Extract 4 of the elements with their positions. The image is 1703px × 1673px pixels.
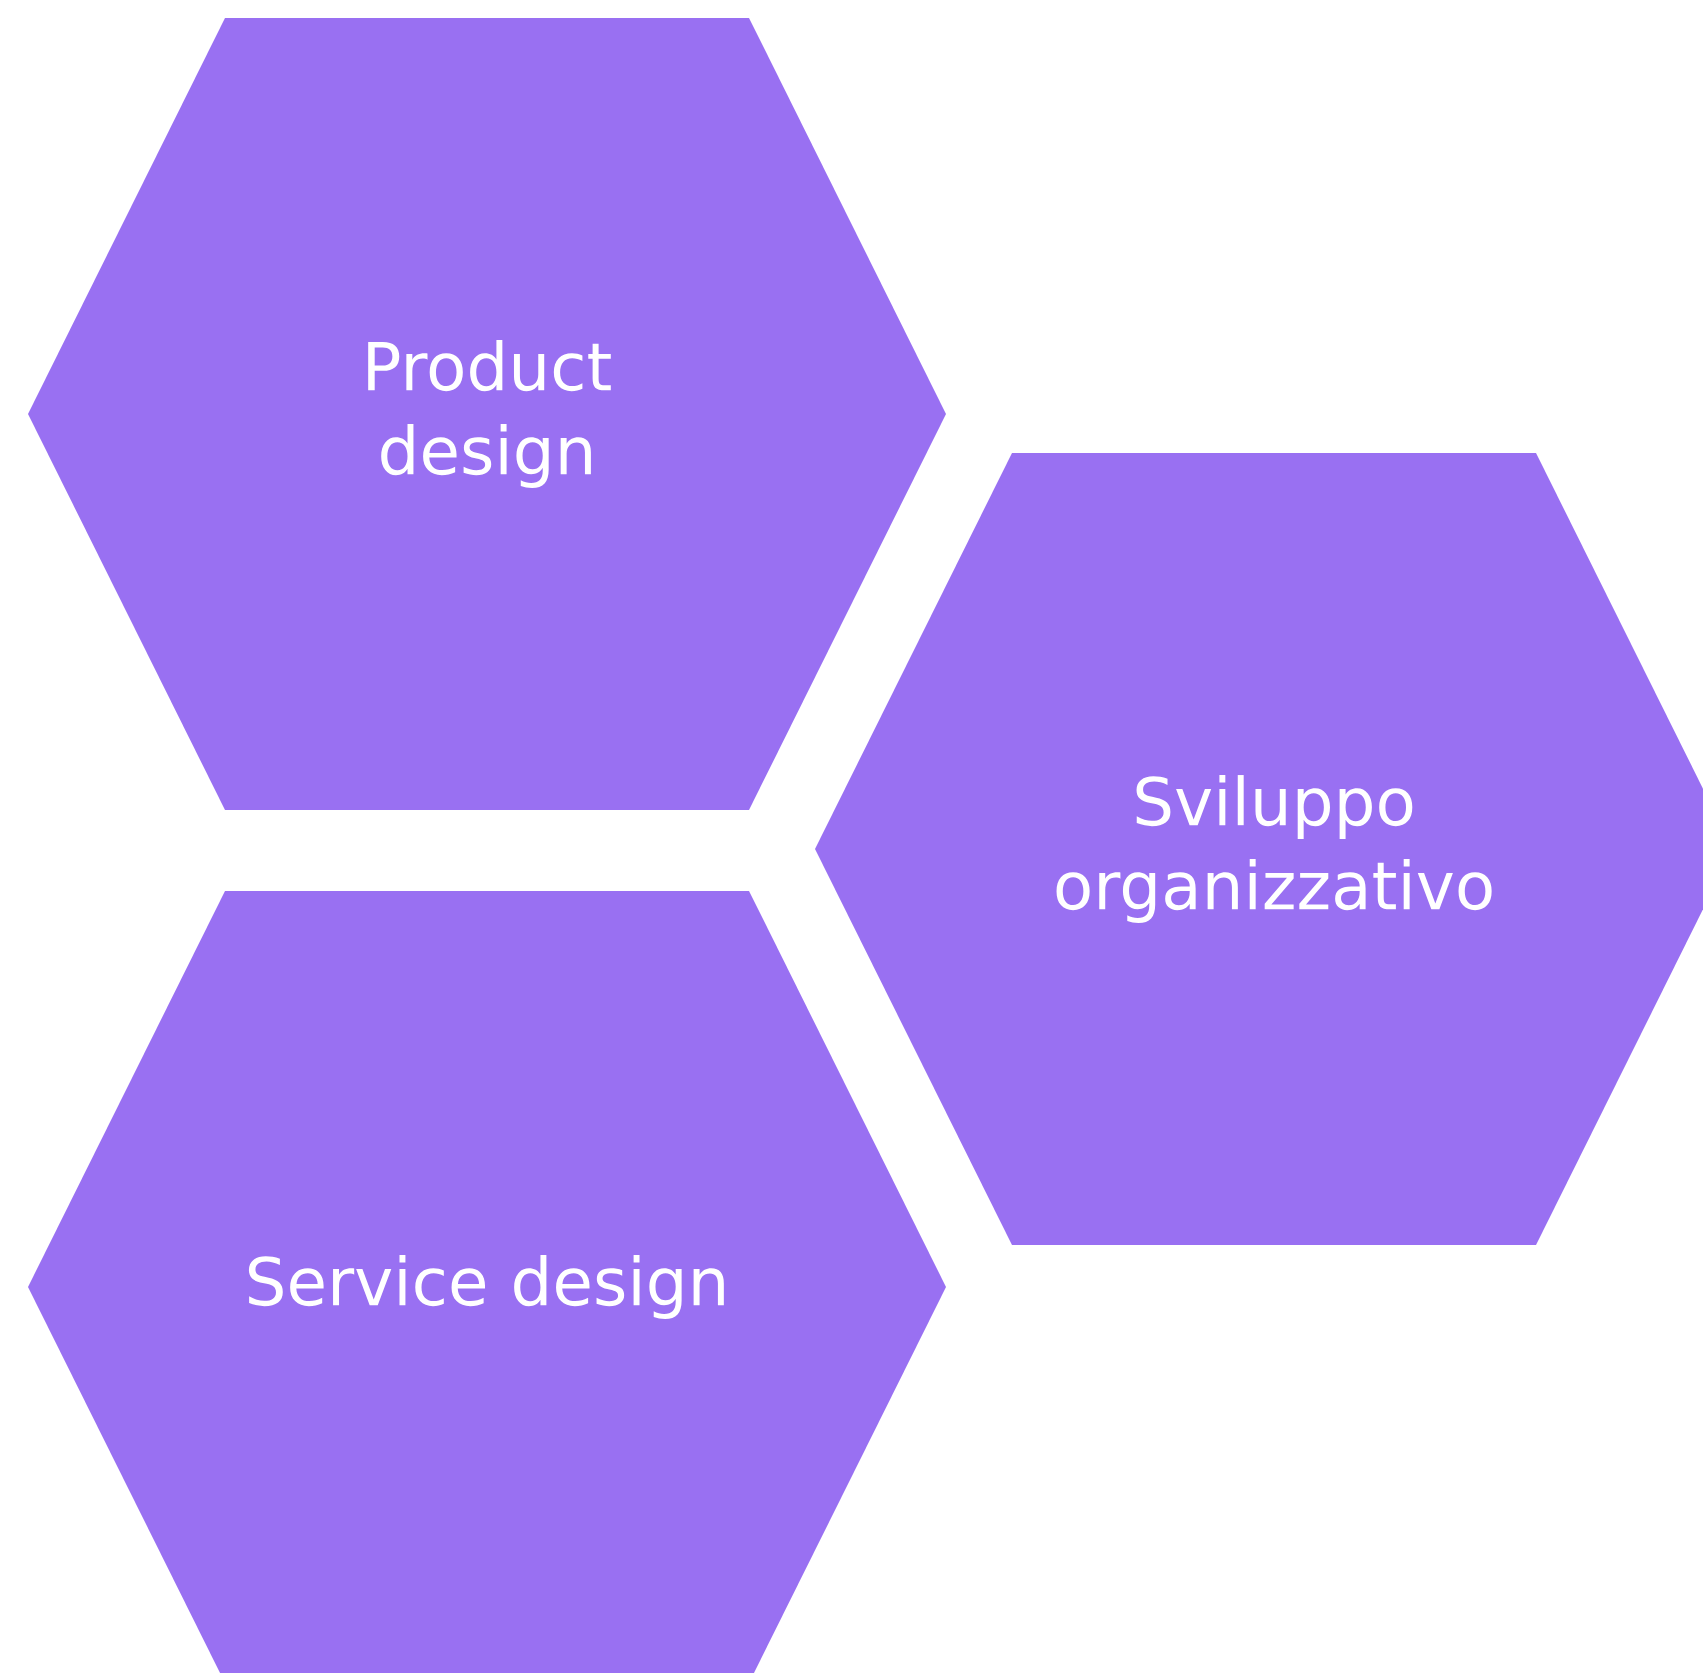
hexagon: Product design bbox=[28, 18, 946, 810]
hexagon: Service design bbox=[28, 891, 946, 1673]
node-label: Sviluppo organizzativo bbox=[1056, 775, 1492, 923]
hexagon: Sviluppo organizzativo bbox=[815, 453, 1703, 1245]
